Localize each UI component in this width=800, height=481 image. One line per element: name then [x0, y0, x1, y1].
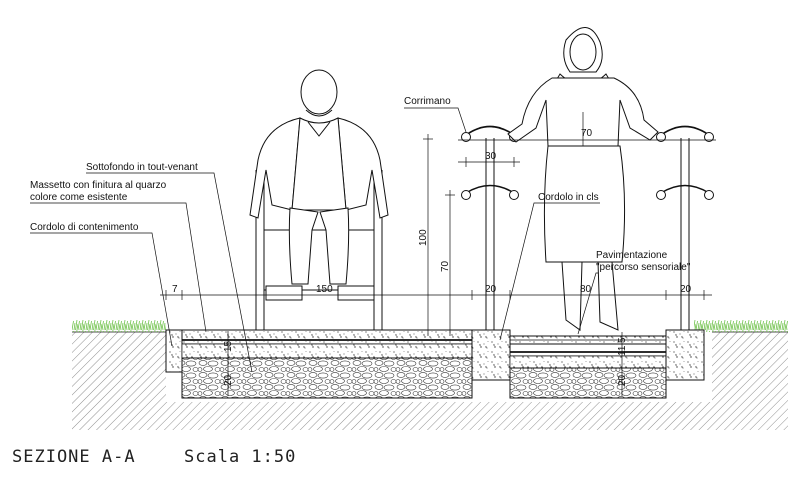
dim-11: 11 — [617, 345, 628, 356]
label-sottofondo-text: Sottofondo in tout-venant — [86, 162, 198, 173]
scale-label: Scala 1:50 — [184, 447, 296, 467]
dim-20-base-right: 20 — [617, 374, 628, 386]
dim-100: 100 — [418, 229, 429, 246]
label-pavimentazione: Pavimentazione "percorso sensoriale" — [577, 250, 691, 335]
section-title: SEZIONE A-A — [12, 447, 136, 467]
grass-left — [72, 320, 166, 332]
dim-80: 80 — [580, 284, 592, 295]
containment-curb — [165, 329, 183, 373]
standing-person-figure — [507, 27, 659, 331]
label-massetto-line2: colore come esistente — [30, 192, 128, 203]
dimension-line-30: 30 — [458, 151, 520, 167]
dimension-line-100: 100 — [418, 134, 433, 336]
dimension-line-bottom: 7 150 20 80 20 — [160, 284, 712, 300]
label-pavimentazione-line2: "percorso sensoriale" — [596, 262, 691, 273]
concrete-curb-left — [471, 329, 511, 381]
grass-right — [694, 320, 788, 332]
label-cordolo-contenimento-text: Cordolo di contenimento — [30, 222, 139, 233]
dim-5: 5 — [617, 337, 628, 343]
label-cordolo-contenimento: Cordolo di contenimento — [30, 222, 173, 347]
label-massetto: Massetto con finitura al quarzo colore c… — [30, 180, 207, 333]
dimension-line-70-vertical: 70 — [440, 190, 455, 336]
dim-20-right: 20 — [680, 284, 692, 295]
label-corrimano: Corrimano — [404, 96, 467, 133]
concrete-curb-right — [665, 329, 705, 381]
dim-15-left: 15 — [223, 340, 234, 352]
label-corrimano-text: Corrimano — [404, 96, 451, 107]
label-cordolo-cls: Cordolo in cls — [499, 192, 600, 341]
dim-30: 30 — [485, 151, 497, 162]
dim-20-left: 20 — [485, 284, 497, 295]
dimension-line-rail-70: 70 — [458, 128, 716, 141]
label-cordolo-cls-text: Cordolo in cls — [538, 192, 599, 203]
dim-70-rail: 70 — [581, 128, 593, 139]
right-path-section: 11 5 20 — [509, 329, 705, 399]
dim-20-base-left: 20 — [223, 374, 234, 386]
label-sottofondo: Sottofondo in tout-venant — [86, 162, 253, 373]
dim-70-vertical: 70 — [440, 260, 451, 272]
label-massetto-line1: Massetto con finitura al quarzo — [30, 180, 167, 191]
label-pavimentazione-line1: Pavimentazione — [596, 250, 668, 261]
subbase-layer — [181, 357, 473, 399]
wheelchair-user-figure — [249, 69, 389, 330]
left-path-section: 15 20 — [165, 329, 511, 399]
dim-7: 7 — [172, 284, 178, 295]
handrail-right — [656, 125, 714, 330]
dim-150: 150 — [316, 284, 333, 295]
